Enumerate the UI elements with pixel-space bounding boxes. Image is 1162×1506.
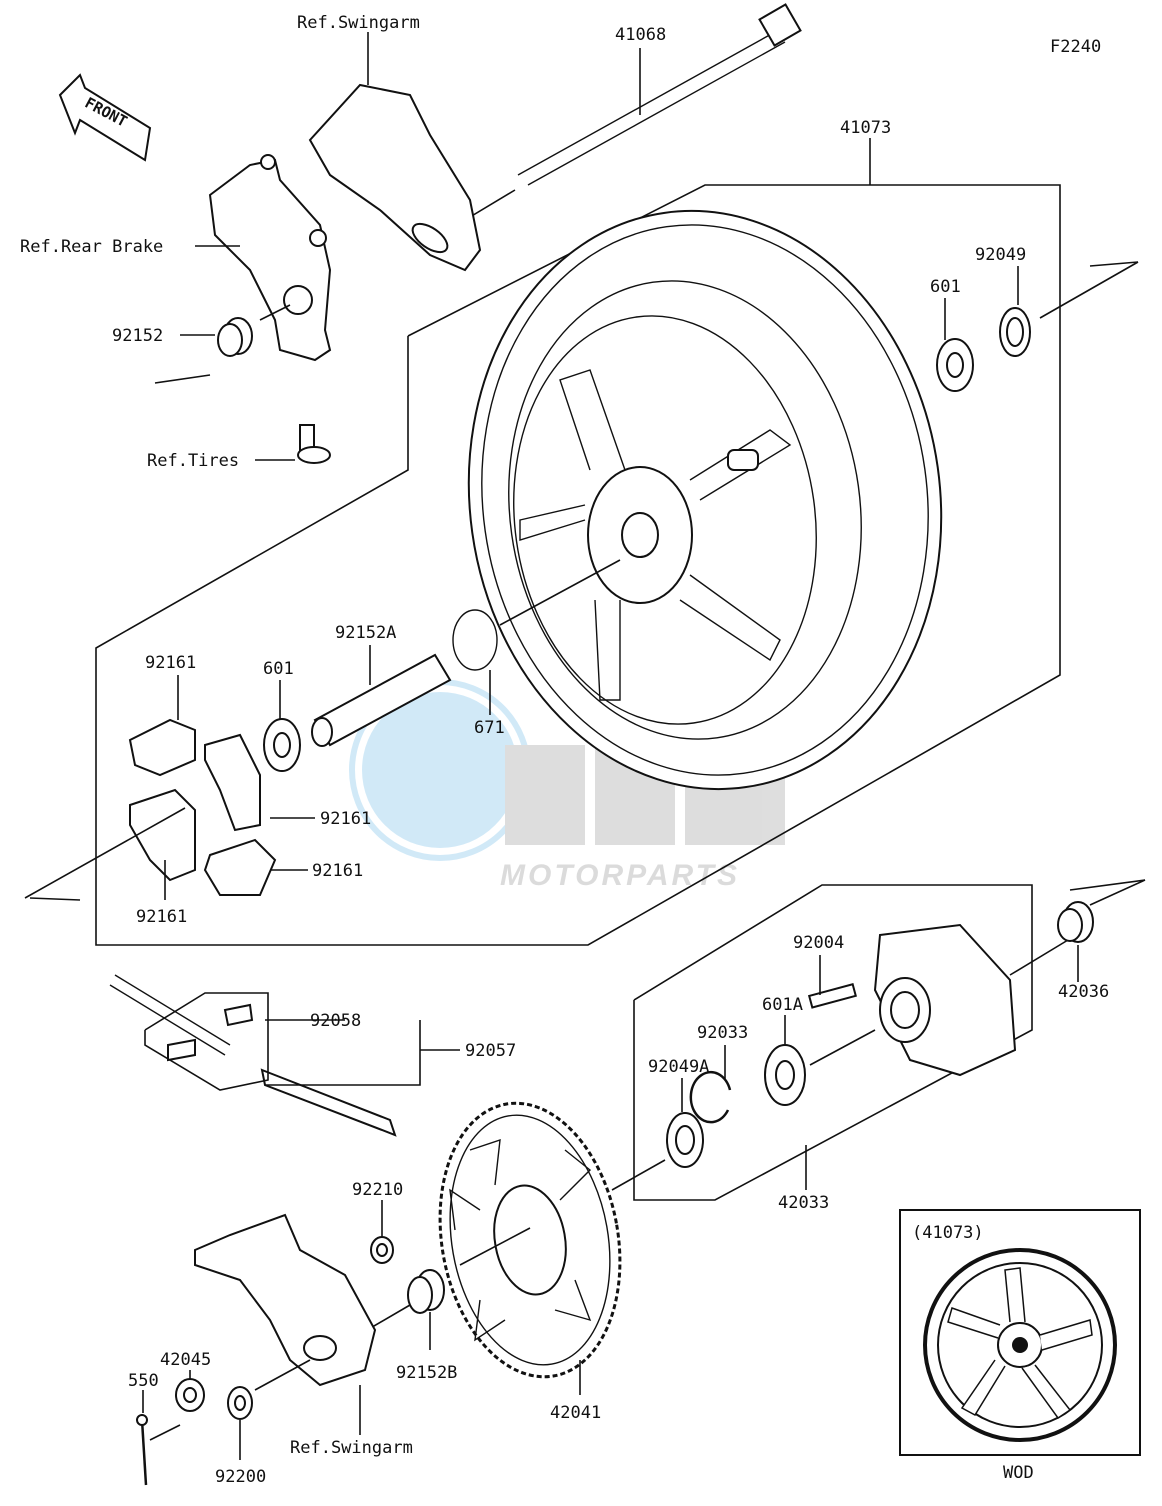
tire-valve	[297, 424, 331, 464]
label-41068: 41068	[615, 25, 666, 45]
label-601-right: 601	[930, 277, 961, 297]
label-92210: 92210	[352, 1180, 403, 1200]
washer-92200	[227, 1386, 253, 1420]
inset-title: (41073)	[912, 1223, 984, 1243]
stud-92004	[807, 983, 857, 1009]
oil-seal-92049A	[666, 1112, 704, 1168]
hub-assembly-bracket	[633, 884, 1033, 1201]
label-42033: 42033	[778, 1193, 829, 1213]
label-550: 550	[128, 1371, 159, 1391]
label-92200: 92200	[215, 1467, 266, 1487]
bearing-601A	[764, 1044, 806, 1106]
wheel-assembly-bracket	[95, 184, 1061, 946]
label-601-left: 601	[263, 659, 294, 679]
collar-92152A	[311, 653, 452, 747]
swingarm-bracket-bottom	[194, 1213, 377, 1387]
label-ref-tires: Ref.Tires	[147, 451, 239, 471]
master-link-92058	[167, 1003, 254, 1062]
damper-92161	[128, 718, 277, 896]
label-601A: 601A	[762, 995, 803, 1015]
label-671: 671	[474, 718, 505, 738]
front-arrow-icon: FRONT	[58, 73, 152, 162]
label-92033: 92033	[697, 1023, 748, 1043]
rear-wheel	[467, 209, 943, 791]
nut-42045	[175, 1378, 205, 1412]
label-92161-mid: 92161	[320, 809, 371, 829]
diagram-code: F2240	[1050, 37, 1101, 57]
rear-brake-bracket	[208, 154, 332, 362]
label-92152B: 92152B	[396, 1363, 457, 1383]
nut-92210	[370, 1236, 394, 1264]
oil-seal-92049	[999, 307, 1031, 357]
label-92058: 92058	[310, 1011, 361, 1031]
watermark-globe-icon	[362, 692, 518, 848]
label-92152: 92152	[112, 326, 163, 346]
label-ref-rear-brake: Ref.Rear Brake	[20, 237, 163, 257]
watermark-text: MOTORPARTS	[500, 859, 740, 892]
label-92161-bottom: 92161	[136, 907, 187, 927]
label-92049A: 92049A	[648, 1057, 709, 1077]
label-41073: 41073	[840, 118, 891, 138]
o-ring-671	[452, 609, 498, 671]
label-42041: 42041	[550, 1403, 601, 1423]
bearing-601-left	[263, 718, 301, 772]
sprocket-hub-42033	[873, 923, 1017, 1077]
label-ref-swingarm-top: Ref.Swingarm	[297, 13, 420, 33]
inset-caption: WOD	[1003, 1463, 1034, 1483]
label-42036: 42036	[1058, 982, 1109, 1002]
rear-sprocket-42041	[438, 1101, 622, 1379]
label-92161-lower: 92161	[312, 861, 363, 881]
bearing-601-right	[936, 338, 974, 392]
swingarm-bracket-top	[308, 83, 482, 272]
label-92004: 92004	[793, 933, 844, 953]
label-92049: 92049	[975, 245, 1026, 265]
axle-41068	[517, 3, 802, 186]
cotter-pin-550	[136, 1414, 148, 1486]
label-ref-swingarm-bottom: Ref.Swingarm	[290, 1438, 413, 1458]
label-42045: 42045	[160, 1350, 211, 1370]
label-92152A: 92152A	[335, 623, 396, 643]
collar-42036	[1057, 901, 1094, 943]
inset-wheel-variant: (41073) WOD	[899, 1209, 1141, 1483]
label-92161-top: 92161	[145, 653, 196, 673]
circlip-92033	[689, 1070, 732, 1124]
label-92057: 92057	[465, 1041, 516, 1061]
collar-92152B	[407, 1269, 445, 1314]
drive-chain-92057	[109, 974, 397, 1137]
spacer-92152	[217, 317, 253, 357]
